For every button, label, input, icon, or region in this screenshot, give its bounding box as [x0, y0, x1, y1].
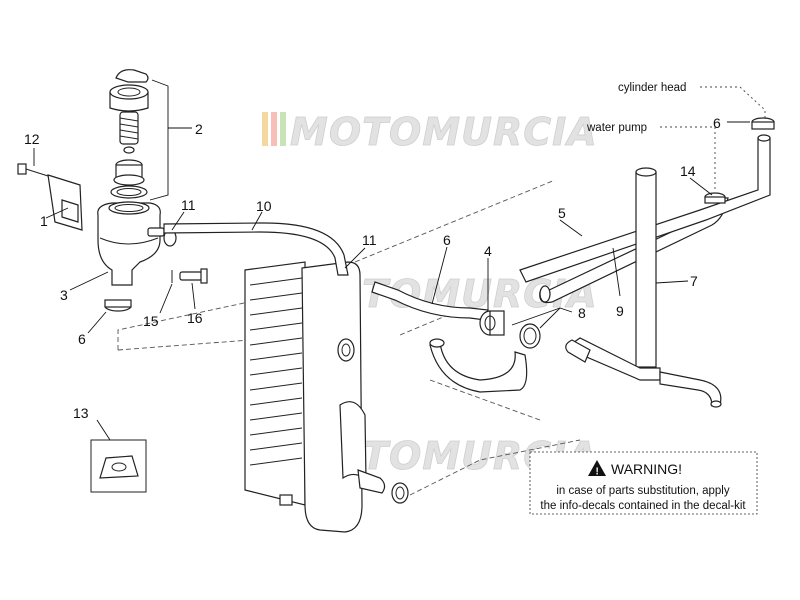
radiator [244, 261, 386, 533]
callout-16: 16 [187, 310, 203, 326]
callouts: 1 2 3 4 5 6 6 6 7 8 9 10 11 11 12 13 14 … [24, 115, 721, 421]
label-cylinder-head: cylinder head [618, 82, 686, 94]
union-4 [479, 310, 505, 336]
callout-9: 9 [616, 303, 624, 319]
callout-14: 14 [680, 163, 696, 179]
svg-text:!: ! [596, 467, 599, 478]
warning-line-1: in case of parts substitution, apply [556, 485, 729, 497]
clamp-14 [704, 192, 726, 204]
callout-3: 3 [60, 287, 68, 303]
clamp-6-top [751, 117, 775, 130]
callout-11-radiator: 11 [362, 232, 377, 248]
callout-15: 15 [143, 313, 159, 329]
warning-line-2: the info-decals contained in the decal-k… [540, 500, 746, 512]
callout-11-tank: 11 [181, 197, 196, 213]
warning-title: WARNING! [611, 461, 682, 477]
warning-icon [588, 460, 606, 476]
callout-8: 8 [578, 305, 586, 321]
hose-10 [163, 222, 349, 276]
part-13-box [90, 439, 147, 493]
label-water-pump: water pump [586, 122, 647, 134]
clamp-6-lower [391, 482, 409, 504]
pipe-7 [565, 167, 722, 408]
callout-6-elbow: 6 [443, 232, 451, 248]
callout-5: 5 [558, 205, 566, 221]
callout-7: 7 [690, 273, 698, 289]
callout-2: 2 [195, 121, 203, 137]
callout-13: 13 [73, 405, 89, 421]
watermark-top: MOTOMURCIA [262, 110, 598, 154]
callout-1: 1 [40, 213, 48, 229]
callout-12: 12 [24, 131, 40, 147]
expansion-tank-assembly [17, 69, 208, 312]
hose-6-lower [429, 342, 528, 393]
leader-lines [33, 79, 750, 441]
svg-text:MOTOMURCIA: MOTOMURCIA [290, 110, 598, 154]
warning-box: ! WARNING! in case of parts substitution… [529, 451, 758, 515]
clamp-8 [519, 323, 541, 349]
callout-4: 4 [484, 243, 492, 259]
callout-6-tank: 6 [78, 331, 86, 347]
callout-6-top: 6 [713, 115, 721, 131]
assembly-lines [117, 86, 766, 496]
callout-10: 10 [256, 198, 272, 214]
